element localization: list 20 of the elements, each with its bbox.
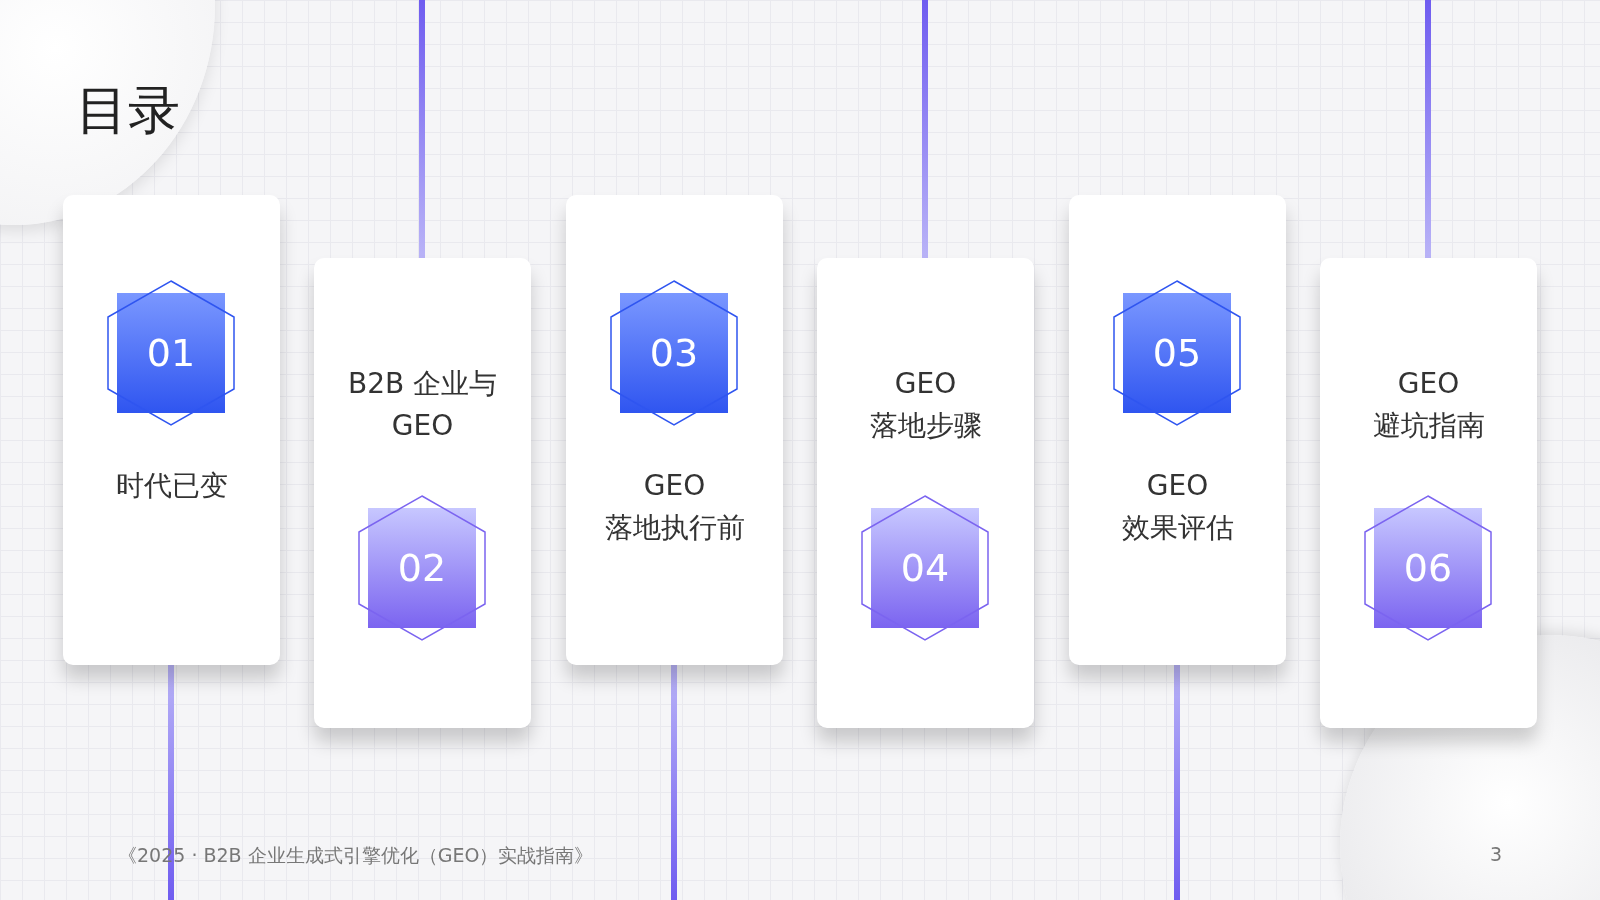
number-hexagon: 04 [860, 495, 990, 641]
card [1069, 195, 1286, 665]
section-title: GEO 效果评估 [1120, 468, 1235, 546]
card [1320, 258, 1537, 728]
section-title: GEO 落地执行前 [603, 468, 746, 546]
section-title: GEO 避坑指南 [1371, 366, 1486, 444]
number-hexagon: 01 [106, 280, 236, 426]
section-title: B2B 企业与 GEO [346, 366, 499, 444]
number-hexagon: 03 [609, 280, 739, 426]
page-number: 3 [1490, 843, 1503, 865]
number-hexagon: 06 [1363, 495, 1493, 641]
card [817, 258, 1034, 728]
card [63, 195, 280, 665]
section-title: GEO 落地步骤 [868, 366, 983, 444]
number-hexagon: 05 [1112, 280, 1242, 426]
card [314, 258, 531, 728]
number-hexagon: 02 [357, 495, 487, 641]
card [566, 195, 783, 665]
page-title: 目录 [76, 79, 180, 142]
section-title: 时代已变 [114, 468, 229, 504]
